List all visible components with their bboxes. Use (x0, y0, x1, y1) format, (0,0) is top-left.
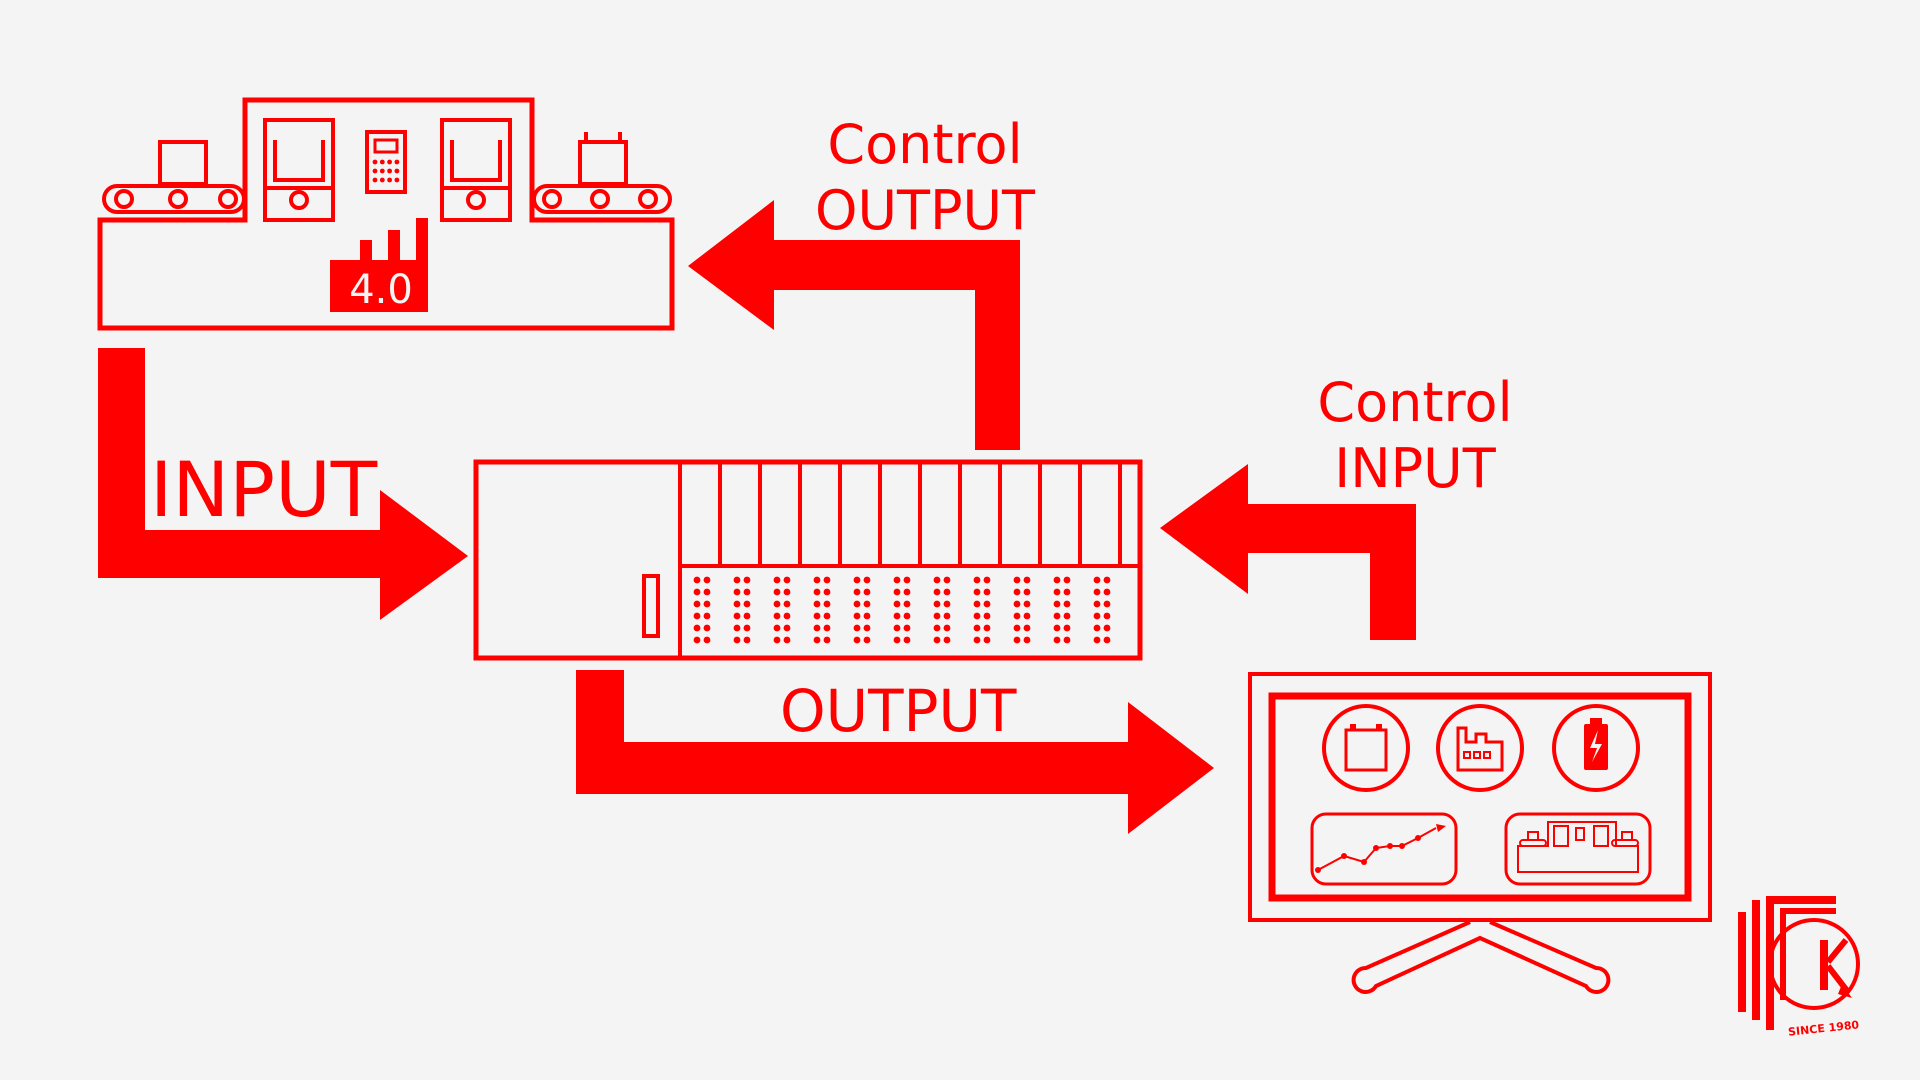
plc-status-led (642, 574, 660, 638)
industry-4-badge-text: 4.0 (349, 267, 413, 313)
control-input-arrow (1160, 464, 1416, 640)
control-output-label-line2: OUTPUT (814, 179, 1036, 242)
right-machine-icon (440, 118, 512, 222)
right-conveyor-icon (532, 132, 672, 214)
hmi-monitor-icon (1248, 672, 1712, 994)
control-input-label: Control INPUT (1290, 370, 1540, 502)
plc-io-slots (718, 462, 1122, 566)
line-chart-icon (1310, 812, 1458, 886)
output-arrow (576, 670, 1214, 834)
plc-controller-icon (473, 459, 1143, 661)
factory-building-icon (1436, 704, 1524, 792)
control-output-label: Control OUTPUT (790, 112, 1060, 244)
battery-icon (1322, 704, 1410, 792)
control-input-label-line2: INPUT (1334, 437, 1496, 500)
control-output-label-line1: Control (827, 113, 1023, 176)
charging-battery-icon (1552, 704, 1640, 792)
control-output-arrow (688, 200, 1020, 450)
company-logo: SINCE 1980 (1738, 896, 1860, 1039)
factory-icon: 4.0 (97, 97, 675, 331)
logo-tagline: SINCE 1980 (1788, 1018, 1861, 1038)
industry-4-badge: 4.0 (330, 218, 428, 313)
plc-io-terminals (693, 576, 1111, 644)
output-label: OUTPUT (780, 677, 1017, 745)
left-conveyor-icon (102, 140, 246, 214)
input-label: INPUT (150, 445, 378, 534)
control-input-label-line1: Control (1317, 371, 1513, 434)
control-panel-icon (365, 130, 407, 194)
input-arrow (98, 348, 468, 620)
mini-factory-panel-icon (1504, 812, 1652, 886)
left-machine-icon (263, 118, 335, 222)
